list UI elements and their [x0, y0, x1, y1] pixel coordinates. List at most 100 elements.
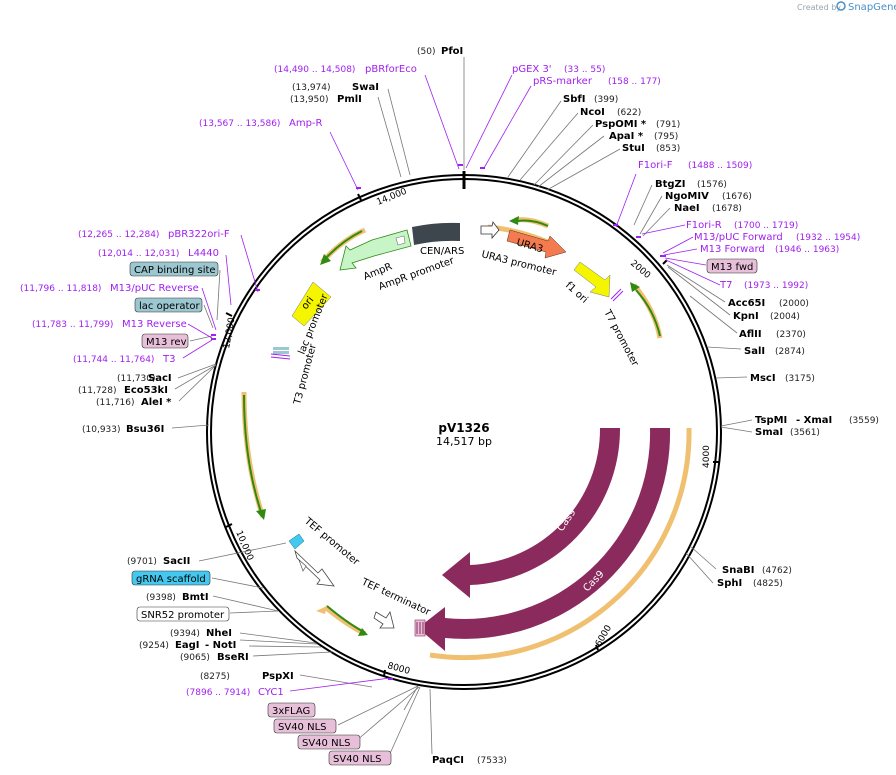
primer-t7[interactable]: T7 (1973 .. 1992): [719, 280, 808, 291]
primer-f1ori-r[interactable]: F1ori-R (1700 .. 1719): [686, 220, 798, 231]
primer-prs-name: pRS-marker: [533, 76, 593, 87]
primer-m13puc-reverse-name: M13/pUC Reverse: [110, 283, 199, 294]
site-paqci[interactable]: PaqCI (7533): [432, 755, 507, 766]
site-sacii[interactable]: (9701) SacII: [127, 556, 190, 567]
site-btgzi[interactable]: BtgZI (1576): [655, 179, 727, 190]
lower-green-arrow: [326, 605, 363, 632]
ura3-feature[interactable]: [506, 229, 567, 259]
primer-prs-marker[interactable]: pRS-marker (158 .. 177): [533, 76, 661, 87]
box-sv40-nls-3[interactable]: SV40 NLS: [328, 750, 392, 766]
site-naei[interactable]: NaeI (1678): [674, 203, 742, 214]
primer-t7-range: (1973 .. 1992): [744, 281, 808, 291]
site-saci[interactable]: (11,730) SacI: [117, 373, 172, 384]
box-grna-scaffold[interactable]: gRNA scaffold: [131, 570, 211, 586]
ura3-promoter-feature[interactable]: [480, 221, 500, 240]
site-tspmi-xmai[interactable]: TspMI - XmaI (3559): [755, 415, 879, 426]
box-snr52-promoter[interactable]: SNR52 promoter: [136, 606, 230, 622]
site-nhei[interactable]: (9394) NheI: [170, 628, 232, 639]
cen-ars-feature[interactable]: [412, 222, 460, 245]
cas9-inner-feature[interactable]: [442, 428, 621, 598]
tick-label-10000: 10,000: [233, 529, 255, 562]
site-tspmi-name: TspMI: [755, 415, 787, 426]
site-bsu36i[interactable]: (10,933) Bsu36I: [82, 424, 164, 435]
primer-m13puc-reverse[interactable]: (11,796 .. 11,818) M13/pUC Reverse: [20, 283, 199, 294]
ori-feature[interactable]: [291, 281, 332, 327]
primer-f1ori-f[interactable]: F1ori-F (1488 .. 1509): [638, 160, 752, 171]
primer-cyc1-name: CYC1: [258, 687, 284, 698]
ampr-feature[interactable]: [339, 229, 412, 271]
box-lac-operator-label: lac operator: [139, 301, 200, 312]
site-sbfi[interactable]: SbfI (399): [563, 94, 618, 105]
site-bmti[interactable]: (9398) BmtI: [146, 592, 209, 603]
site-eco53ki-pos: (11,728): [78, 386, 117, 396]
site-pfoi-name: PfoI: [441, 46, 463, 57]
site-pspomi[interactable]: PspOMI * (791): [595, 119, 680, 130]
site-smai[interactable]: SmaI (3561): [755, 427, 820, 438]
box-m13-fwd[interactable]: M13 fwd: [706, 258, 758, 274]
box-sv40-nls-2[interactable]: SV40 NLS: [297, 734, 361, 750]
site-bseri-name: BseRI: [217, 652, 249, 663]
site-acc65i[interactable]: Acc65I (2000): [728, 298, 809, 309]
box-3xflag[interactable]: 3xFLAG: [267, 702, 316, 718]
primer-pgex3-name: pGEX 3': [512, 64, 552, 75]
site-eagi-noti[interactable]: (9254) EagI - NotI: [139, 640, 236, 651]
site-swai[interactable]: (13,974) SwaI: [292, 82, 379, 93]
site-sacii-name: SacII: [163, 556, 190, 567]
site-sacii-pos: (9701): [127, 557, 157, 567]
primer-pbrforeco[interactable]: (14,490 .. 14,508) pBRforEco: [274, 64, 417, 75]
primer-m13-reverse-range: (11,783 .. 11,799): [32, 320, 113, 330]
site-apai[interactable]: ApaI * (795): [609, 131, 678, 142]
box-lac-operator[interactable]: lac operator: [134, 297, 203, 313]
site-snabi[interactable]: SnaBI (4762): [722, 565, 792, 576]
primer-m13puc-forward-name: M13/pUC Forward: [694, 232, 783, 243]
primer-m13-reverse[interactable]: (11,783 .. 11,799) M13 Reverse: [32, 319, 187, 330]
t7-promoter-mark-2: [612, 290, 624, 302]
site-pfoi[interactable]: (50) PfoI: [417, 46, 463, 57]
site-sali[interactable]: SalI (2874): [744, 346, 805, 357]
site-ngomiv[interactable]: NgoMIV (1676): [665, 191, 752, 202]
primer-pbr322ori-f[interactable]: (12,265 .. 12,284) pBR322ori-F: [78, 229, 230, 240]
site-pmli[interactable]: (13,950) PmlI: [290, 94, 362, 105]
primer-l4440[interactable]: (12,014 .. 12,031) L4440: [98, 248, 219, 259]
box-m13-rev[interactable]: M13 rev: [141, 333, 189, 349]
primer-pgex3[interactable]: pGEX 3' (33 .. 55): [512, 64, 605, 75]
primer-m13puc-forward-range: (1932 .. 1954): [796, 233, 860, 243]
primer-f1ori-r-range: (1700 .. 1719): [734, 221, 798, 231]
site-stui[interactable]: StuI (853): [622, 143, 680, 154]
primer-prs-range: (158 .. 177): [608, 77, 661, 87]
primer-amp-r[interactable]: (13,567 .. 13,586) Amp-R: [199, 118, 323, 129]
site-naei-pos: (1678): [712, 204, 742, 214]
site-aflii[interactable]: AflII (2370): [739, 329, 806, 340]
primer-cyc1[interactable]: (7896 .. 7914) CYC1: [186, 687, 284, 698]
site-ncoi[interactable]: NcoI (622): [580, 107, 641, 118]
primer-t7-name: T7: [719, 280, 732, 291]
left-upper-green-arrowhead: [320, 254, 331, 265]
f1-ori-feature[interactable]: [573, 261, 611, 298]
primer-m13puc-forward[interactable]: M13/pUC Forward (1932 .. 1954): [694, 232, 860, 243]
site-pspxi[interactable]: (8275) PspXI: [200, 671, 294, 682]
box-cap-binding-site[interactable]: CAP binding site: [129, 261, 219, 277]
site-sphi-pos: (4825): [753, 579, 783, 589]
tick-label-6000: 6000: [594, 623, 614, 648]
left-upper-green-arrow: [325, 230, 363, 259]
site-msci-name: MscI: [750, 373, 776, 384]
tef-promoter-feature[interactable]: [294, 549, 335, 587]
primer-pbr322-range: (12,265 .. 12,284): [78, 230, 159, 240]
site-kpni[interactable]: KpnI (2004): [733, 311, 800, 322]
tef-terminator-feature[interactable]: [373, 611, 395, 629]
site-sphi[interactable]: SphI (4825): [717, 578, 783, 589]
primer-l4440-name: L4440: [188, 248, 219, 259]
site-alei[interactable]: (11,716) AleI *: [96, 397, 172, 408]
cas9-outer-feature[interactable]: [418, 428, 671, 651]
site-eco53ki[interactable]: (11,728) Eco53kI: [78, 385, 168, 396]
left-green-arrow: [243, 394, 262, 513]
site-msci[interactable]: MscI (3175): [750, 373, 815, 384]
site-aflii-pos: (2370): [776, 330, 806, 340]
primer-m13-forward[interactable]: M13 Forward (1946 .. 1963): [700, 244, 839, 255]
box-sv40-nls-1[interactable]: SV40 NLS: [273, 718, 337, 734]
site-bseri[interactable]: (9065) BseRI: [180, 652, 249, 663]
site-acc65i-pos: (2000): [779, 299, 809, 309]
site-saci-name: SacI: [148, 373, 172, 384]
ampr-promoter-feature[interactable]: [395, 235, 406, 246]
primer-t3[interactable]: (11,744 .. 11,764) T3: [73, 354, 175, 365]
